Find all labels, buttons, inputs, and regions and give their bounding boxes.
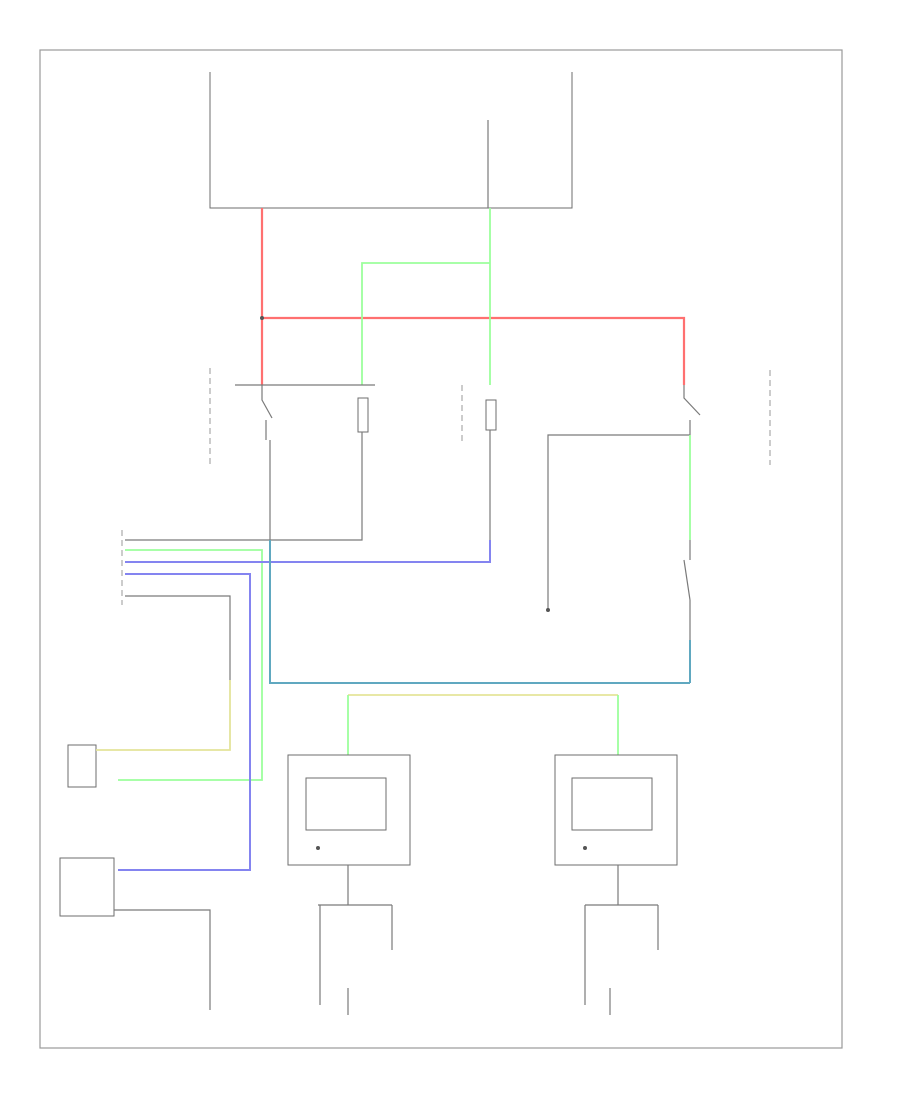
diagram-frame: [39, 49, 843, 1049]
left-module-output: [318, 865, 393, 1005]
switch-box: [59, 857, 115, 917]
right-switch: [683, 385, 701, 435]
red-wire-branch: [262, 316, 686, 385]
ground-point: [546, 608, 550, 612]
right-module-output: [584, 865, 659, 1005]
wire-stack-2: [118, 549, 263, 781]
sensor-wire: [96, 680, 231, 751]
fuse-block: [209, 72, 573, 209]
right-motor: [571, 777, 653, 831]
sensor-box: [67, 744, 97, 788]
left-motor-ground: [316, 846, 320, 850]
wire-stack-5: [125, 595, 231, 680]
relay-switch: [261, 385, 273, 440]
relay2-coil: [485, 399, 497, 431]
relay-coil: [357, 397, 369, 433]
right-motor-ground: [583, 846, 587, 850]
right-switch-lead: [547, 434, 690, 610]
right-module: [554, 754, 678, 866]
left-module: [287, 754, 411, 866]
cyan-bus: [269, 540, 690, 684]
splice-point: [260, 316, 264, 320]
wire-stack-1: [125, 530, 363, 541]
right-sensor: [683, 540, 691, 640]
switch-lead: [114, 909, 211, 1010]
green-wire-loop: [361, 262, 490, 385]
wire-stack-4: [118, 573, 251, 871]
left-motor: [305, 777, 387, 831]
wire-stack-3: [125, 540, 491, 563]
